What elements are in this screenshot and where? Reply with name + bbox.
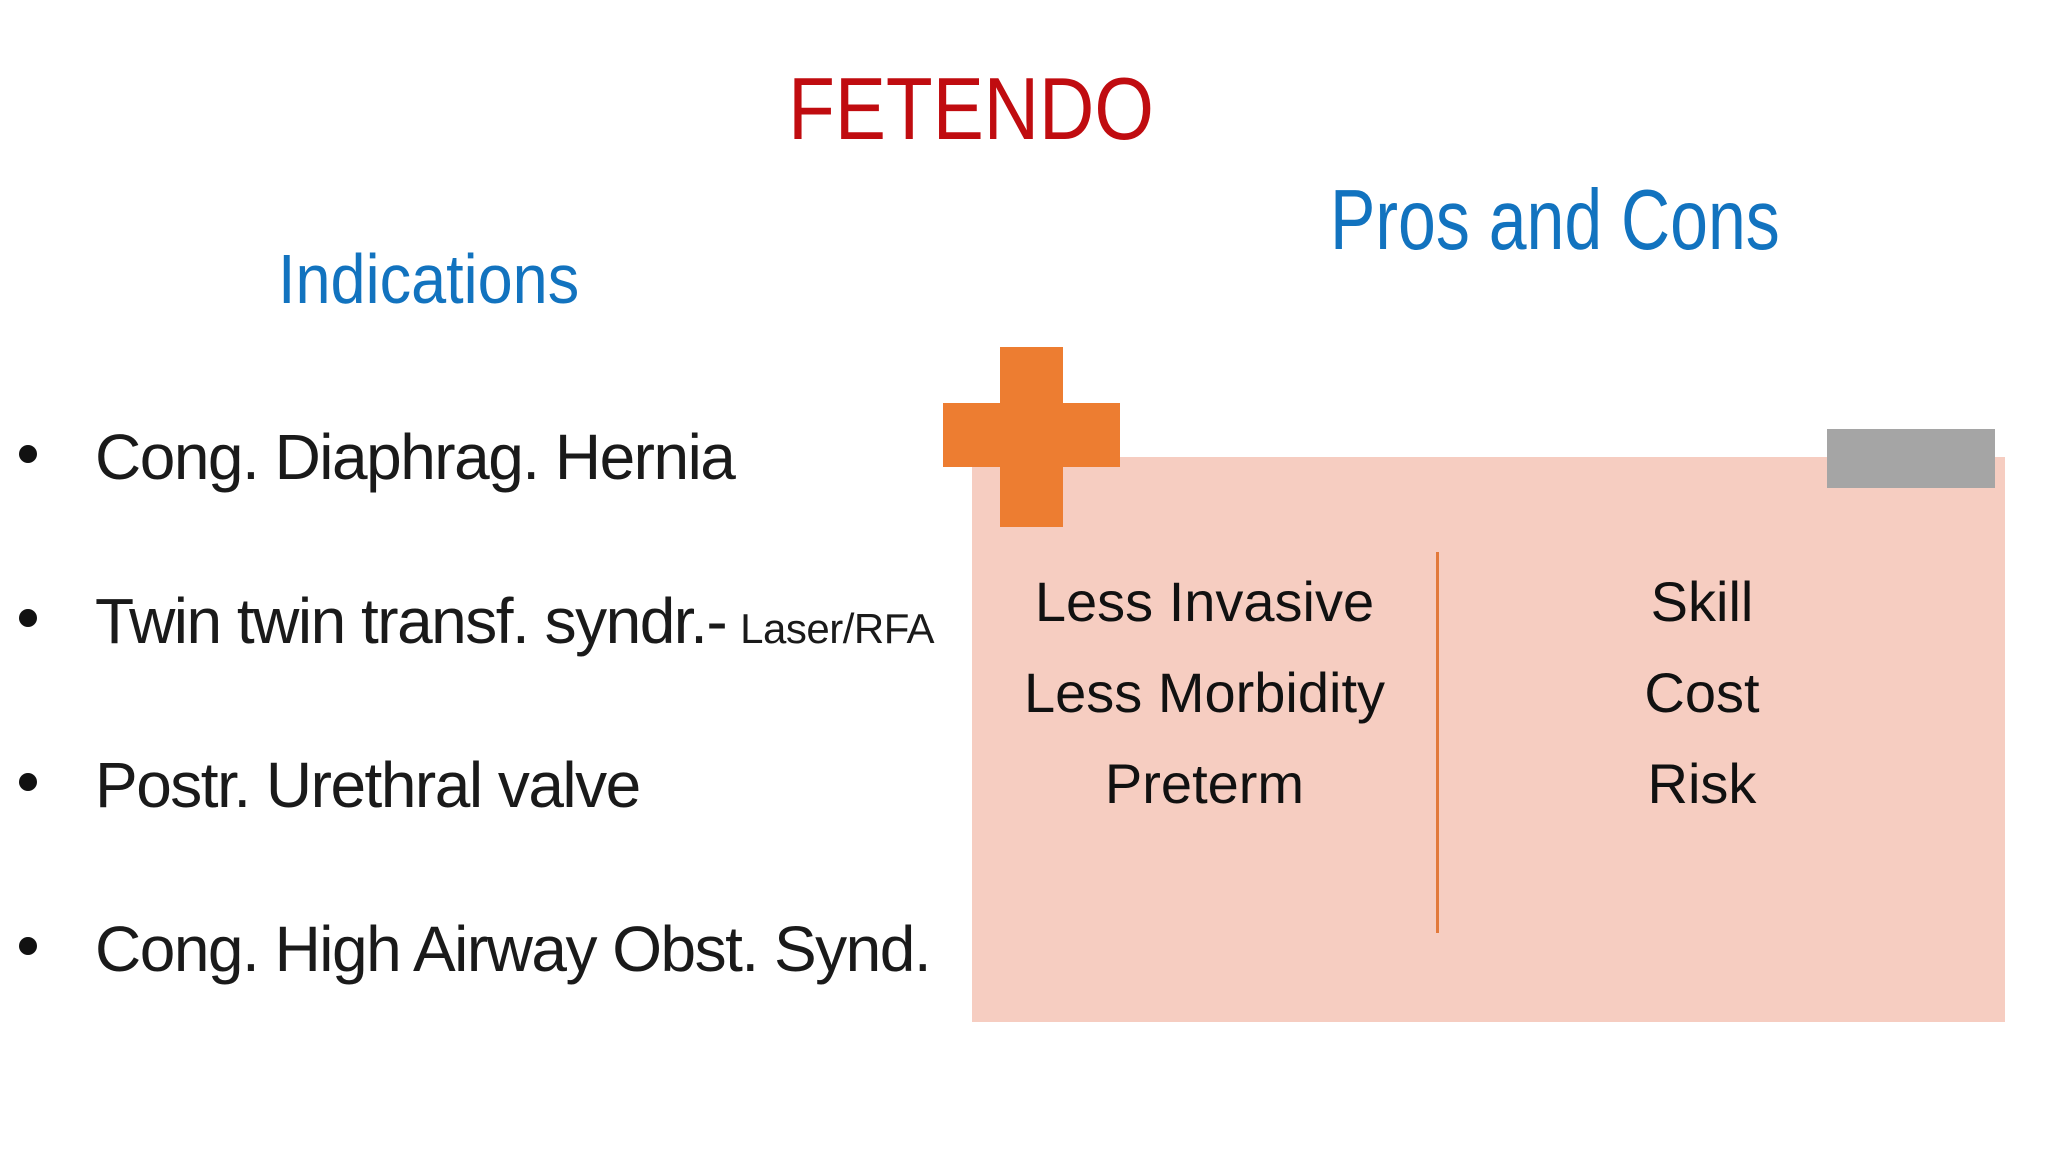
bullet-dot-icon (19, 937, 37, 955)
indications-bullet-list: Cong. Diaphrag. Hernia Twin twin transf.… (0, 425, 965, 981)
bullet-text: Cong. Diaphrag. Hernia (95, 421, 736, 493)
pros-and-cons-heading: Pros and Cons (1330, 173, 1780, 268)
bullet-dot-icon (19, 773, 37, 791)
pros-column: Less Invasive Less Morbidity Preterm (972, 574, 1437, 812)
bullet-item: Postr. Urethral valve (0, 753, 965, 817)
slide-title: FETENDO (788, 59, 1154, 158)
bullet-text: Twin twin transf. syndr.- (95, 585, 728, 657)
bullet-item: Cong. Diaphrag. Hernia (0, 425, 965, 489)
pros-item: Less Morbidity (1023, 661, 1386, 724)
plus-icon (943, 347, 1120, 527)
pros-cons-panel (972, 457, 2005, 1022)
plus-icon-horizontal-bar (943, 403, 1120, 467)
bullet-text: Cong. High Airway Obst. Synd. (95, 913, 932, 985)
bullet-dot-icon (19, 609, 37, 627)
bullet-dot-icon (19, 445, 37, 463)
pros-item: Preterm (1104, 752, 1305, 815)
cons-item: Risk (1647, 752, 1757, 815)
bullet-suffix-text: Laser/RFA (740, 605, 935, 652)
cons-item: Skill (1650, 570, 1754, 633)
cons-item: Cost (1644, 661, 1760, 724)
pros-item: Less Invasive (1034, 570, 1375, 633)
minus-icon (1827, 429, 1995, 488)
panel-divider (1436, 552, 1439, 933)
bullet-item: Cong. High Airway Obst. Synd. (0, 917, 965, 981)
indications-heading: Indications (278, 240, 580, 318)
bullet-text: Postr. Urethral valve (95, 749, 641, 821)
bullet-item: Twin twin transf. syndr.-Laser/RFA (0, 589, 965, 653)
cons-column: Skill Cost Risk (1437, 574, 1967, 812)
